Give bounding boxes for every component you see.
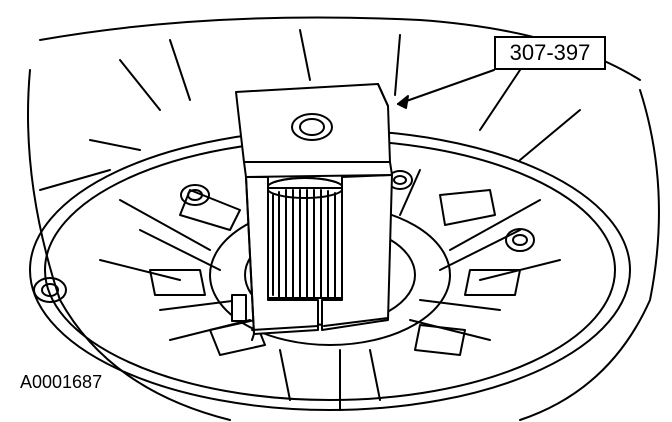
bolt-holes [33,170,535,303]
holding-tool [231,83,393,341]
splined-shaft [266,177,344,299]
tool-number-callout: 307-397 [494,36,606,70]
figure-id: A0001687 [20,372,103,392]
callout-leader [397,69,495,109]
